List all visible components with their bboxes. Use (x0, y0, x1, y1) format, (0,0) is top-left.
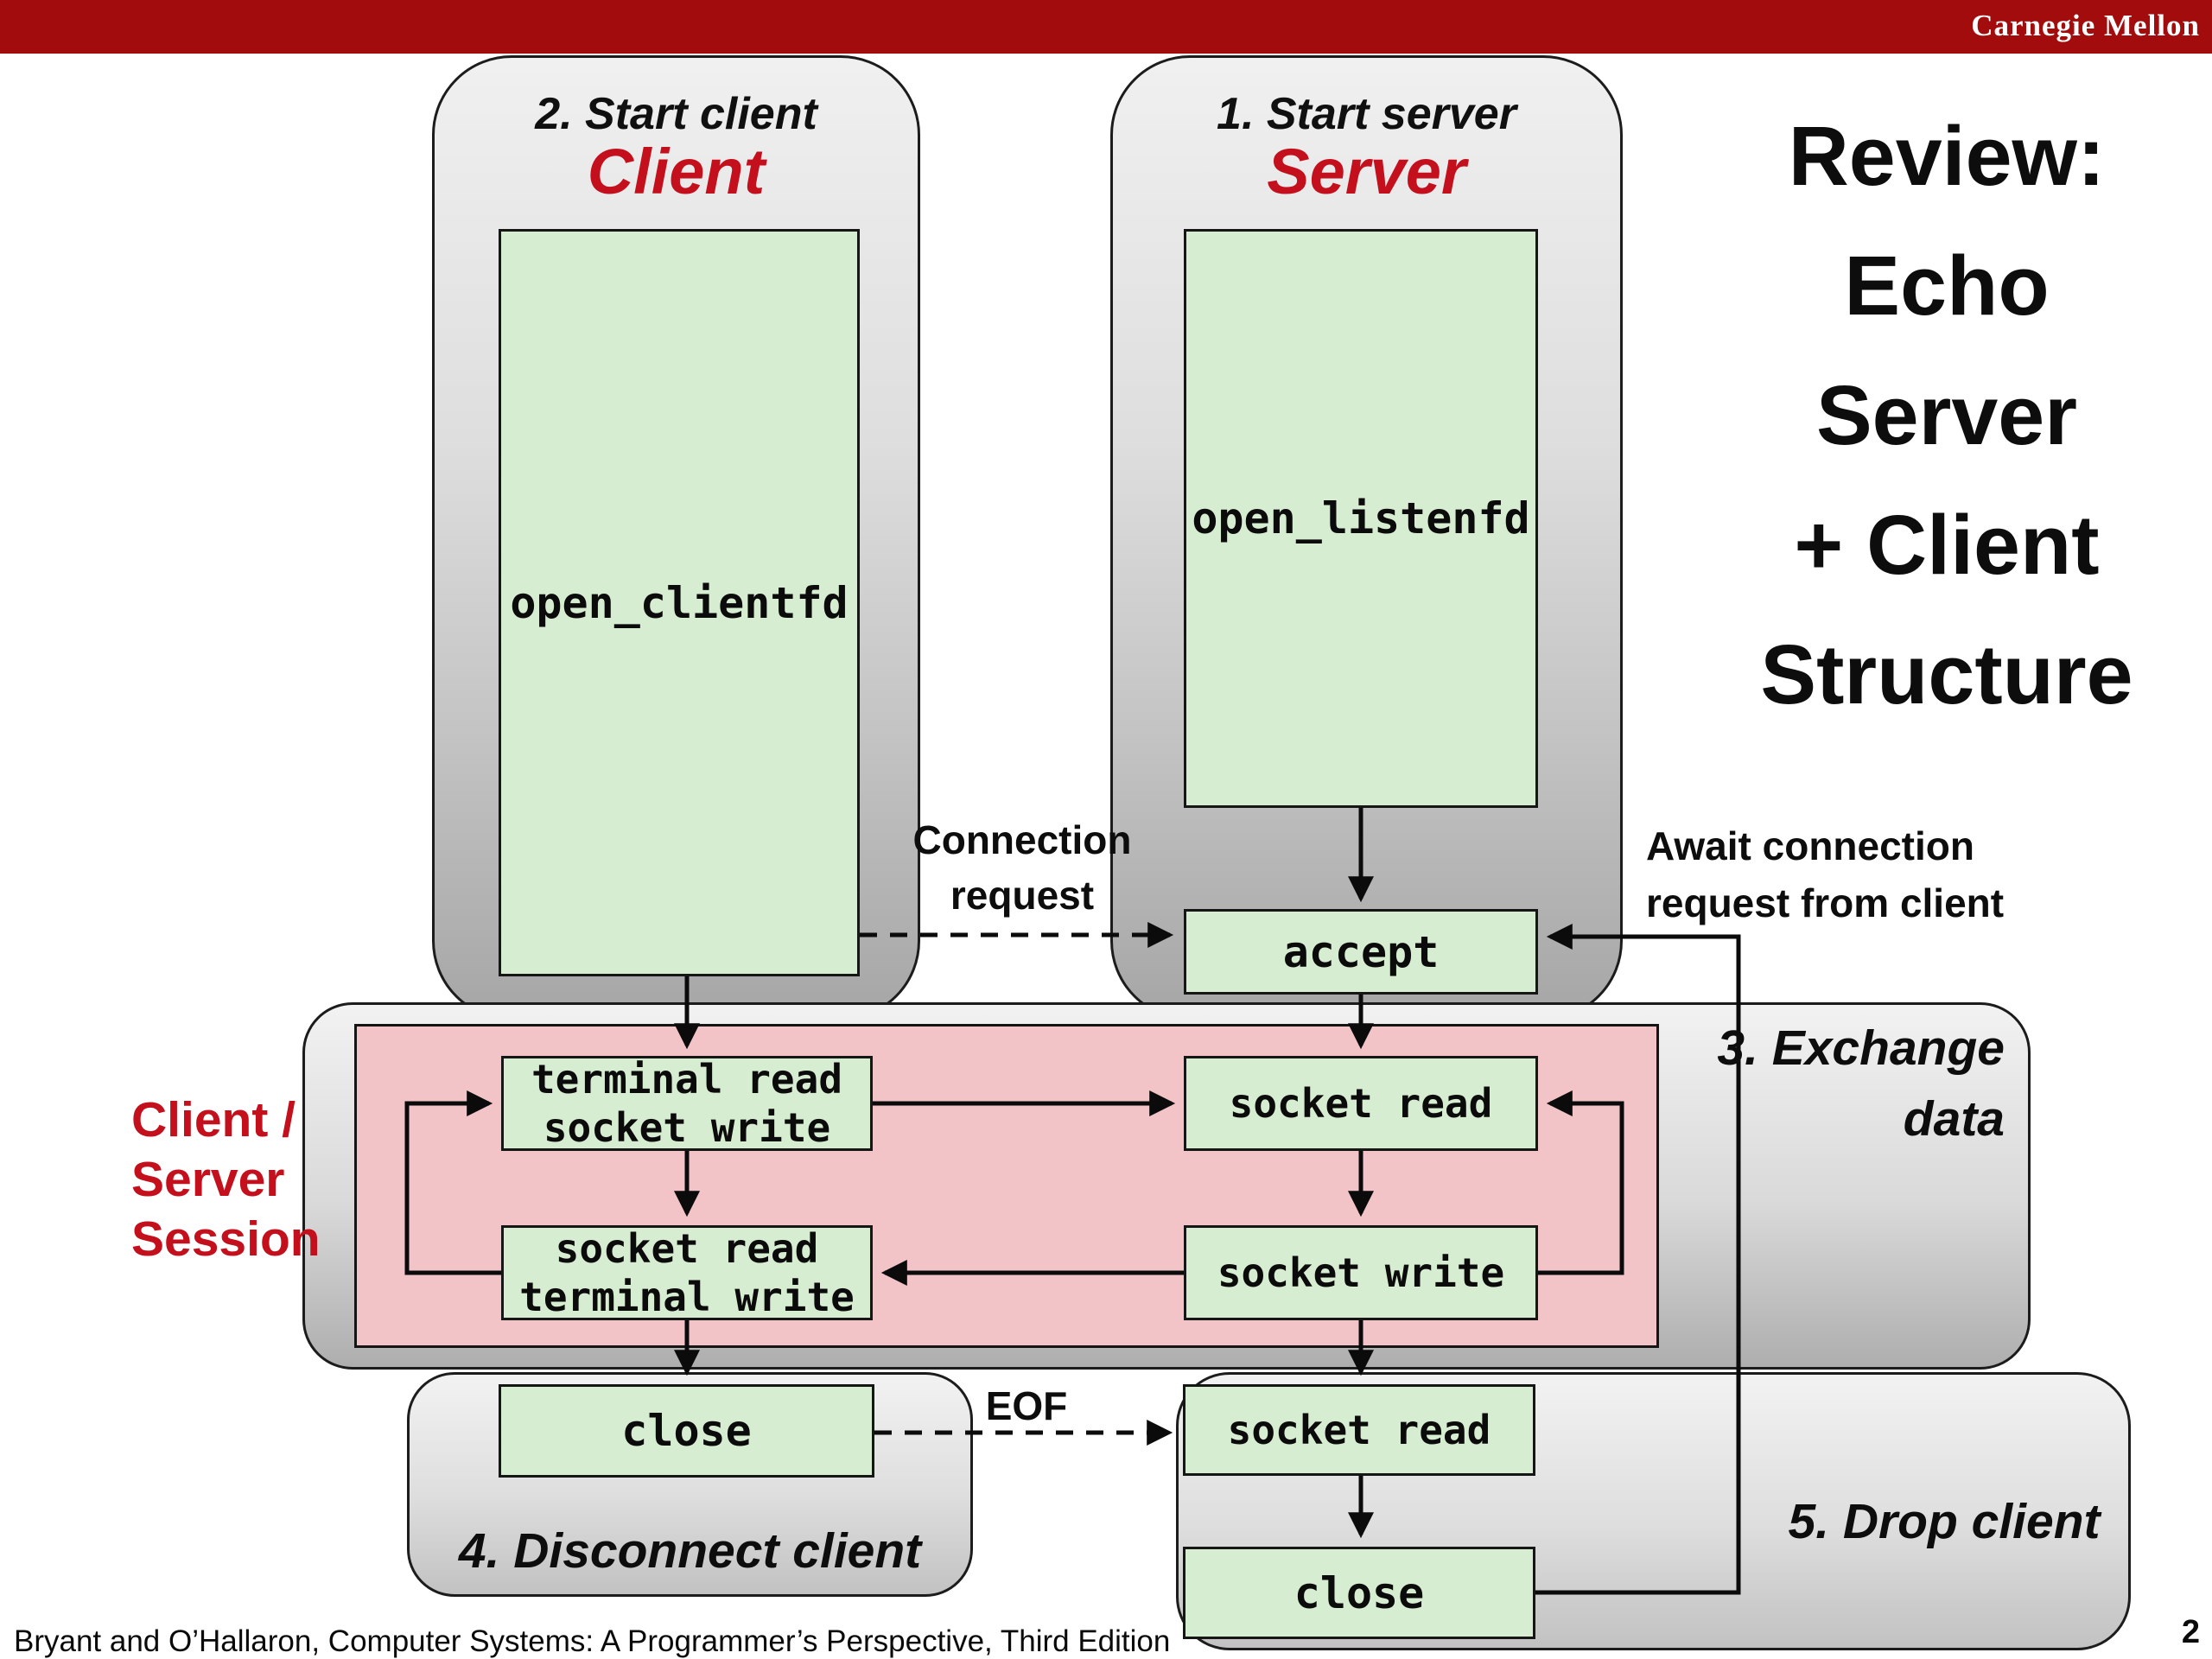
socket-read-server-box: socket read (1184, 1056, 1538, 1151)
client-title: Client (587, 136, 766, 207)
terminal-read-line: terminal read (531, 1056, 843, 1103)
connection-line: Connection (912, 817, 1132, 862)
accept-box: accept (1184, 909, 1538, 995)
await-connection-label: Await connection request from client (1646, 817, 2199, 931)
drop-label: 5. Drop client (1788, 1494, 2101, 1549)
await-line1: Await connection (1646, 823, 1974, 868)
exchange-line2: data (1903, 1091, 2005, 1147)
drop-close-box: close (1183, 1547, 1535, 1639)
terminal-write-line: terminal write (519, 1274, 855, 1320)
request-line: request (950, 873, 1095, 918)
connection-request-label: Connection request (893, 812, 1152, 923)
client-close-box: close (499, 1384, 874, 1478)
socket-read-label: socket read (1229, 1080, 1493, 1127)
client-close-label: close (621, 1406, 752, 1456)
socket-read-terminal-write-box: socket read terminal write (501, 1225, 873, 1320)
title-line: + Client (1794, 498, 2100, 592)
title-line: Structure (1760, 627, 2133, 721)
client-step-label: 2. Start client (535, 89, 817, 139)
socket-read-line: socket read (555, 1225, 819, 1272)
socket-write-line: socket write (543, 1104, 831, 1151)
session-label-line3: Session (131, 1211, 321, 1267)
accept-label: accept (1282, 926, 1440, 977)
exchange-line1: 3. Exchange (1717, 1020, 2005, 1076)
drop-close-label: close (1294, 1567, 1425, 1618)
brand-wordmark: Carnegie Mellon (1971, 9, 2200, 42)
socket-write-label: socket write (1217, 1249, 1505, 1296)
socket-write-box: socket write (1184, 1225, 1538, 1320)
drop-socket-read-label: socket read (1227, 1407, 1491, 1453)
open-listenfd-box: open_listenfd (1184, 229, 1538, 808)
disconnect-label: 4. Disconnect client (458, 1523, 922, 1579)
session-label-line1: Client / (131, 1092, 296, 1147)
slide-title: Review: Echo Server + Client Structure (1685, 92, 2209, 740)
eof-label: EOF (985, 1383, 1068, 1428)
title-line: Review: (1788, 109, 2106, 203)
open-clientfd-label: open_clientfd (510, 577, 849, 628)
title-line: Server (1815, 368, 2078, 462)
open-clientfd-box: open_clientfd (499, 229, 860, 976)
open-listenfd-label: open_listenfd (1192, 493, 1530, 543)
footer-attribution: Bryant and O’Hallaron, Computer Systems:… (14, 1624, 1171, 1658)
terminal-read-socket-write-box: terminal read socket write (501, 1056, 873, 1151)
server-title: Server (1267, 136, 1466, 207)
server-step-label: 1. Start server (1217, 89, 1516, 139)
page-number: 2 (2181, 1614, 2200, 1650)
exchange-data-label: 3. Exchange data (1616, 1013, 2005, 1154)
title-line: Echo (1844, 238, 2050, 333)
session-label-line2: Server (131, 1152, 285, 1207)
drop-socket-read-box: socket read (1183, 1384, 1535, 1476)
await-line2: request from client (1646, 880, 2005, 925)
top-bar: Carnegie Mellon (0, 0, 2212, 54)
session-label: Client / Server Session (131, 1090, 321, 1269)
